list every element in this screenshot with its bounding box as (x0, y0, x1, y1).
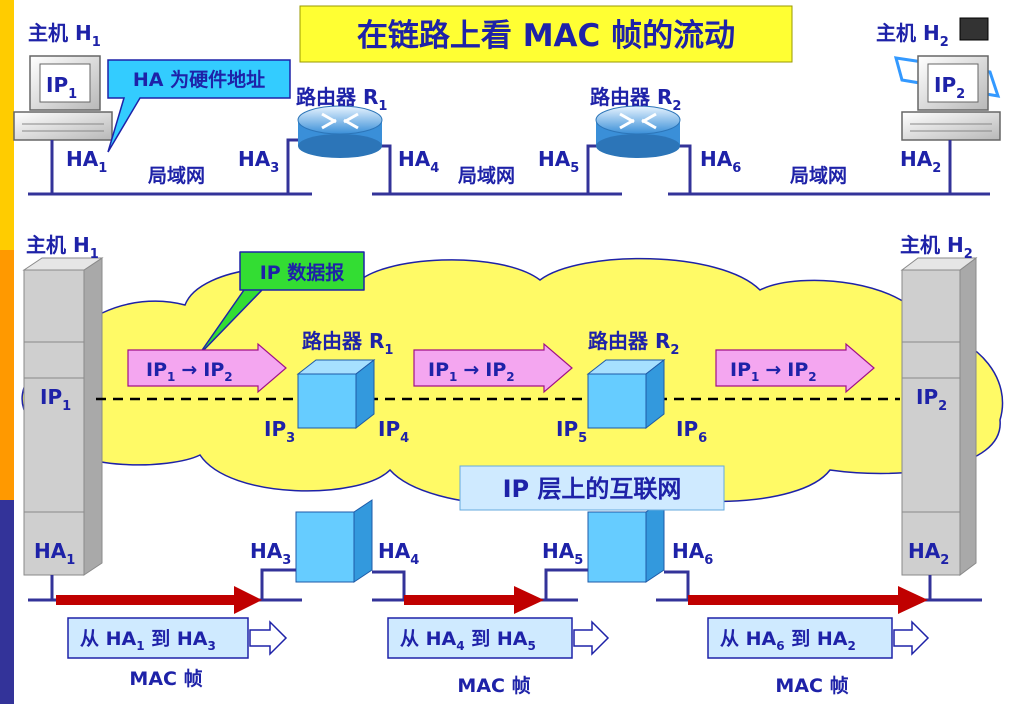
svg-text:从 HA6 到 HA2: 从 HA6 到 HA2 (720, 628, 856, 653)
top-host2-label: 主机 H2 (876, 21, 949, 50)
frame-box-3: 从 HA6 到 HA2 (707, 617, 930, 659)
top-router1-label: 路由器 R1 (296, 85, 387, 114)
router2-ip-cube (586, 358, 666, 430)
top-lan1-label: 局域网 (148, 164, 205, 187)
bottom-ip1: IP1 (40, 385, 71, 414)
mac-frame-label-3: MAC 帧 (775, 674, 848, 697)
bottom-ha1: HA1 (34, 539, 75, 568)
sidebar-blue (0, 500, 14, 704)
top-router2-icon (595, 105, 681, 158)
router1-ip-cube (296, 358, 376, 430)
page-title: 在链路上看 MAC 帧的流动 (357, 18, 735, 54)
top-ha1: HA1 (66, 147, 107, 176)
top-router2-label: 路由器 R2 (590, 85, 681, 114)
top-router1-icon (297, 105, 383, 158)
svg-text:IP1→IP2: IP1→IP2 (730, 359, 817, 384)
top-ha5: HA5 (538, 147, 579, 176)
bottom-ip3: IP3 (264, 417, 295, 446)
bottom-ip5: IP5 (556, 417, 587, 446)
top-ha2: HA2 (900, 147, 941, 176)
sidebar-yellow (0, 0, 14, 250)
frame-box-2: 从 HA4 到 HA5 (387, 617, 610, 659)
svg-text:IP1: IP1 (46, 73, 77, 102)
top-host1-label: 主机 H1 (28, 21, 101, 50)
ha-callout: HA 为硬件地址 (107, 59, 291, 153)
ip-datagram-callout: IP 数据报 (197, 251, 365, 357)
bottom-host2-label: 主机 H2 (900, 233, 973, 262)
bottom-ha6: HA6 (672, 539, 713, 568)
bottom-host1-stack (22, 257, 104, 576)
sidebar-orange (0, 250, 14, 500)
packet-arrow-1: IP1→IP2 (127, 342, 287, 394)
svg-text:IP1→IP2: IP1→IP2 (428, 359, 515, 384)
mac-frame-label-2: MAC 帧 (457, 674, 530, 697)
bottom-ha4: HA4 (378, 539, 419, 568)
bottom-ip2: IP2 (916, 385, 947, 414)
router1-mac-box (295, 499, 373, 583)
bottom-ha3: HA3 (250, 539, 291, 568)
svg-text:从 HA1 到 HA3: 从 HA1 到 HA3 (80, 628, 216, 653)
bottom-host2-stack (900, 257, 978, 576)
top-lan2-label: 局域网 (458, 164, 515, 187)
packet-arrow-2: IP1→IP2 (413, 342, 573, 394)
mac-flow-arrows (56, 586, 928, 614)
svg-text:IP2: IP2 (934, 73, 965, 102)
top-host1-computer-icon (13, 55, 113, 141)
title-box (299, 5, 793, 63)
bottom-router2-label: 路由器 R2 (588, 329, 679, 358)
svg-text:IP 数据报: IP 数据报 (260, 261, 345, 284)
svg-text:IP1→IP2: IP1→IP2 (146, 359, 233, 384)
bottom-router1-label: 路由器 R1 (302, 329, 393, 358)
top-ha4: HA4 (398, 147, 439, 176)
bottom-ip6: IP6 (676, 417, 707, 446)
bottom-host1-label: 主机 H1 (26, 233, 99, 262)
top-host2-computer-icon (893, 17, 1001, 141)
bottom-ha2: HA2 (908, 539, 949, 568)
bottom-ip4: IP4 (378, 417, 409, 446)
top-ha6: HA6 (700, 147, 741, 176)
ip-layer-label: IP 层上的互联网 (503, 475, 682, 503)
top-ha3: HA3 (238, 147, 279, 176)
frame-box-1: 从 HA1 到 HA3 (67, 617, 288, 659)
mac-frame-label-1: MAC 帧 (129, 667, 202, 690)
router2-mac-box (587, 499, 665, 583)
ip-layer-label-box (459, 465, 725, 511)
packet-arrow-3: IP1→IP2 (715, 342, 875, 394)
top-lan3-label: 局域网 (790, 164, 847, 187)
svg-text:从 HA4 到 HA5: 从 HA4 到 HA5 (400, 628, 536, 653)
bottom-ha5: HA5 (542, 539, 583, 568)
svg-text:HA 为硬件地址: HA 为硬件地址 (133, 68, 265, 91)
